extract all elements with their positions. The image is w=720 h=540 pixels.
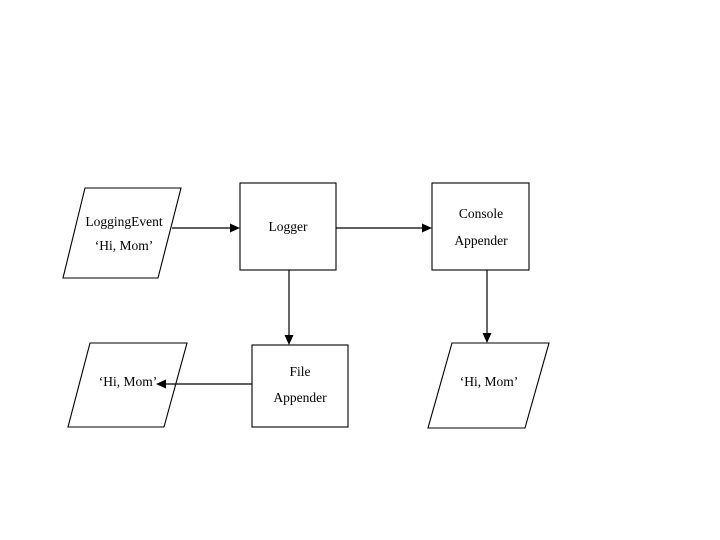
logging-event-label-line1: LoggingEvent xyxy=(85,214,162,229)
file-output-parallelogram[interactable]: ‘Hi, Mom’ xyxy=(67,342,188,428)
logging-event-label-line2: ‘Hi, Mom’ xyxy=(95,238,154,253)
file-output-label: ‘Hi, Mom’ xyxy=(99,374,158,389)
file-appender-box[interactable]: File Appender xyxy=(251,344,349,428)
file-appender-shape xyxy=(251,344,349,428)
edge-console-to-output-arrowhead xyxy=(482,333,492,343)
edge-logger-to-file-arrowhead xyxy=(284,335,294,345)
edge-logger-to-console xyxy=(336,223,432,233)
edge-logger-to-console-arrowhead xyxy=(422,223,432,233)
edge-console-to-output xyxy=(482,270,492,343)
file-appender-label-line1: File xyxy=(289,364,310,379)
edge-file-to-output-arrowhead xyxy=(156,379,166,389)
logger-shape xyxy=(239,182,337,271)
edge-logger-to-file xyxy=(284,270,294,345)
logger-box[interactable]: Logger xyxy=(239,182,337,271)
file-appender-label-line2: Appender xyxy=(273,390,327,405)
console-appender-label-line1: Console xyxy=(459,206,503,221)
console-output-label: ‘Hi, Mom’ xyxy=(460,374,519,389)
console-appender-shape xyxy=(431,182,530,271)
edge-file-to-output xyxy=(156,379,252,389)
edge-event-to-logger-arrowhead xyxy=(230,223,240,233)
logging-event-parallelogram[interactable]: LoggingEvent ‘Hi, Mom’ xyxy=(62,187,182,279)
console-output-parallelogram[interactable]: ‘Hi, Mom’ xyxy=(427,342,550,429)
console-appender-box[interactable]: Console Appender xyxy=(431,182,530,271)
console-appender-label-line2: Appender xyxy=(454,233,508,248)
logger-label: Logger xyxy=(269,219,308,234)
logging-event-shape xyxy=(62,187,182,279)
edge-event-to-logger xyxy=(172,223,240,233)
file-output-shape xyxy=(67,342,188,428)
console-output-shape xyxy=(427,342,550,429)
